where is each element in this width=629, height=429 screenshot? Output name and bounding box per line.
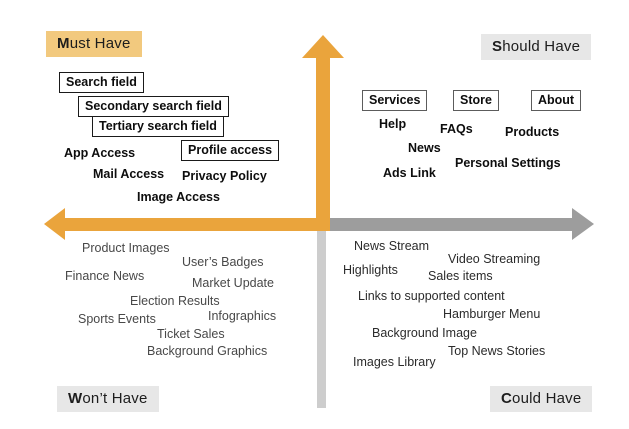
quadrant-label-rest: hould Have — [502, 38, 581, 55]
quadrant-label-rest: ust Have — [69, 35, 131, 52]
right-arrowhead-icon — [572, 208, 594, 240]
matrix-item-search-field: Search field — [59, 72, 144, 94]
quadrant-label-rest: on’t Have — [82, 390, 148, 407]
matrix-item-tertiary-search-field: Tertiary search field — [92, 116, 224, 138]
matrix-item-background-image: Background Image — [372, 326, 477, 340]
matrix-item-profile-access: Profile access — [181, 140, 280, 162]
matrix-item-infographics: Infographics — [208, 309, 277, 323]
priority-axis-horizontal-right — [330, 218, 573, 231]
matrix-item-secondary-search-field: Secondary search field — [78, 96, 229, 118]
matrix-item-ads-link: Ads Link — [383, 166, 436, 180]
quadrant-label-initial: W — [68, 390, 83, 407]
matrix-item-personal-settings: Personal Settings — [455, 156, 561, 170]
matrix-item-highlights: Highlights — [343, 263, 398, 277]
matrix-item-help: Help — [379, 117, 407, 131]
matrix-item-mail-access: Mail Access — [93, 167, 165, 181]
matrix-item-images-library: Images Library — [353, 355, 436, 369]
matrix-item-video-streaming: Video Streaming — [448, 252, 541, 266]
priority-axis-vertical-lower-line — [317, 231, 326, 408]
matrix-item-image-access: Image Access — [137, 190, 220, 204]
matrix-item-about: About — [531, 90, 582, 112]
quadrant-label-could-have: Could Have — [490, 386, 593, 412]
matrix-item-sales-items: Sales items — [428, 269, 493, 283]
matrix-item-store: Store — [453, 90, 499, 112]
matrix-item-top-news-stories: Top News Stories — [448, 344, 546, 358]
matrix-item-market-update: Market Update — [192, 276, 274, 290]
matrix-item-app-access: App Access — [64, 146, 136, 160]
matrix-item-services: Services — [362, 90, 428, 112]
quadrant-label-wont-have: Won’t Have — [57, 386, 159, 412]
matrix-item-product-images: Product Images — [82, 241, 170, 255]
matrix-item-products: Products — [505, 125, 560, 139]
matrix-item-ticket-sales: Ticket Sales — [157, 327, 225, 341]
matrix-item-privacy-policy: Privacy Policy — [182, 169, 267, 183]
priority-axis-horizontal-left — [62, 218, 331, 231]
matrix-item-finance-news: Finance News — [65, 269, 145, 283]
quadrant-label-rest: ould Have — [512, 390, 582, 407]
matrix-item-background-graphics: Background Graphics — [147, 344, 268, 358]
left-arrowhead-icon — [44, 208, 65, 240]
priority-axis-vertical-shaft — [316, 54, 330, 231]
matrix-item-news-stream: News Stream — [354, 239, 430, 253]
matrix-item-election-results: Election Results — [130, 294, 220, 308]
up-arrowhead-icon — [302, 35, 344, 58]
matrix-item-sports-events: Sports Events — [78, 312, 156, 326]
matrix-item-user-s-badges: User’s Badges — [182, 255, 264, 269]
matrix-item-links-to-supported-content: Links to supported content — [358, 289, 505, 303]
quadrant-label-should-have: Should Have — [481, 34, 592, 60]
matrix-item-faqs: FAQs — [440, 122, 473, 136]
quadrant-label-initial: M — [57, 35, 70, 52]
matrix-item-news: News — [408, 141, 441, 155]
quadrant-label-must-have: Must Have — [46, 31, 142, 57]
matrix-item-hamburger-menu: Hamburger Menu — [443, 307, 541, 321]
quadrant-label-initial: S — [492, 38, 503, 55]
quadrant-label-initial: C — [501, 390, 513, 407]
